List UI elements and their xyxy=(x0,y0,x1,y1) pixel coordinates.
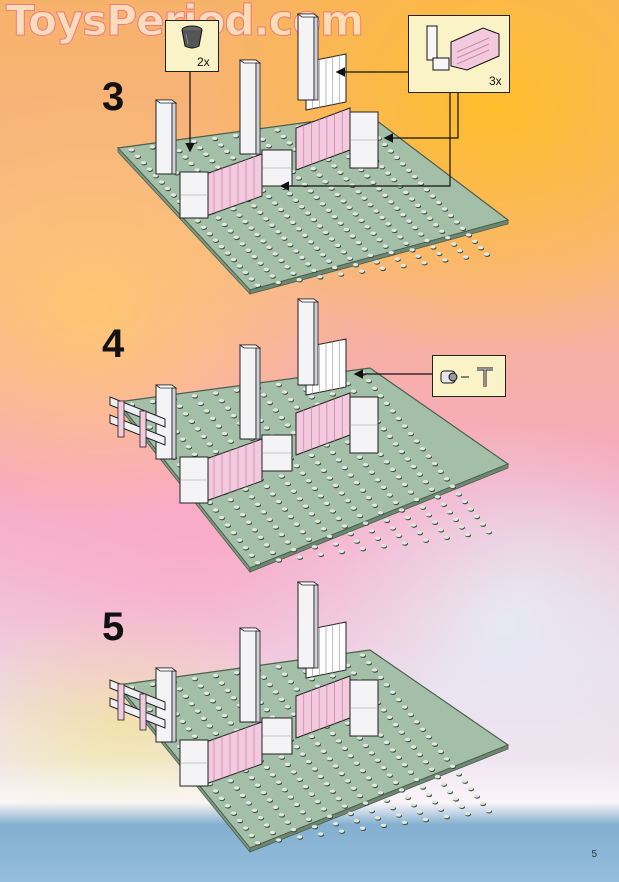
step-3-callout-bucket: 2x xyxy=(165,20,219,72)
step-3-baseplate xyxy=(116,113,510,296)
step-3-number: 3 xyxy=(102,75,125,119)
step-3-model xyxy=(154,13,379,219)
bucket-part-icon xyxy=(181,25,203,49)
step-3-callout-fence: 3x xyxy=(408,15,510,93)
fence-part-icon xyxy=(426,25,500,71)
page-number: 5 xyxy=(591,849,597,860)
step-3-callout-fence-quantity: 3x xyxy=(489,74,502,88)
step-4-number: 4 xyxy=(102,322,125,366)
step-4-baseplate xyxy=(116,367,510,574)
step-5-number: 5 xyxy=(102,605,125,649)
clip-part-icon xyxy=(440,367,493,387)
step-4-callout-lamp xyxy=(432,355,506,397)
step-4-model xyxy=(109,298,379,504)
step-5-model xyxy=(109,581,379,787)
callout-arrows xyxy=(185,67,459,379)
step-3-callout-bucket-quantity: 2x xyxy=(197,55,210,69)
step-5-baseplate xyxy=(116,649,510,854)
